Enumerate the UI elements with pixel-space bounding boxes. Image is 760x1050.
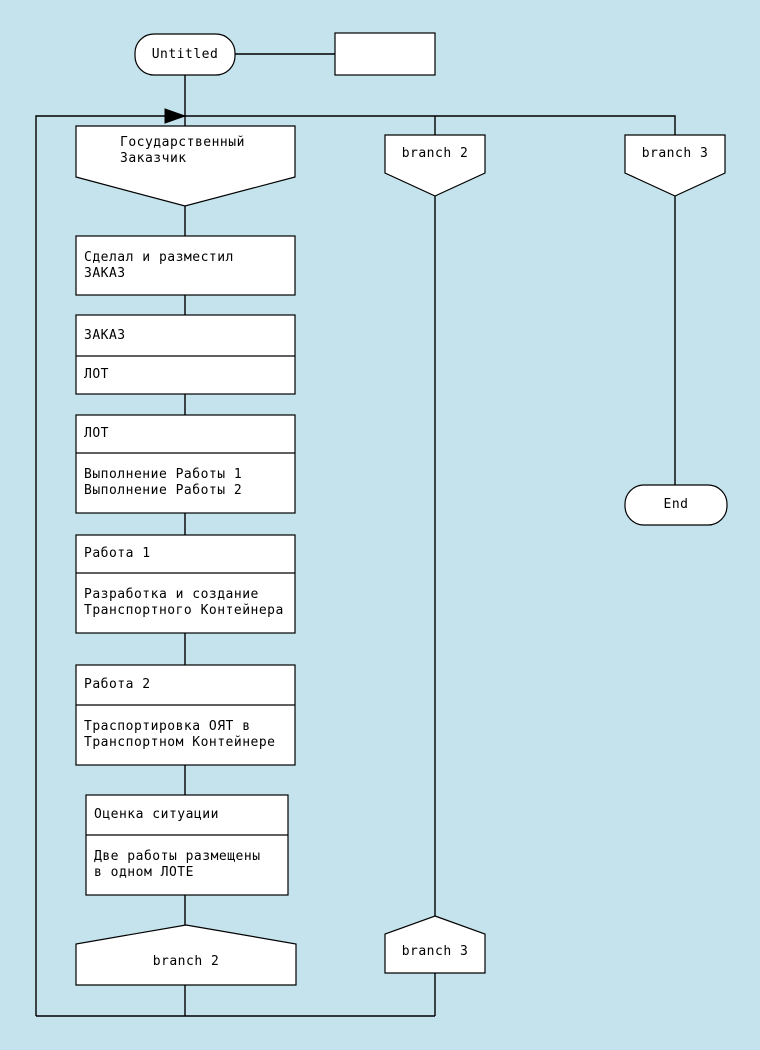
step4-box-shape[interactable] <box>75 534 296 634</box>
step5-body-label: Траспортировка ОЯТ в Транспортном Контей… <box>84 719 276 750</box>
step6-header-label: Оценка ситуации <box>94 807 219 822</box>
step6-box-shape[interactable] <box>85 794 289 896</box>
branch3-bottom-label: branch 3 <box>401 943 469 959</box>
step4-body-label: Разработка и создание Транспортного Конт… <box>84 587 284 618</box>
step1-box-shape[interactable] <box>75 235 296 296</box>
linked-box-shape[interactable] <box>334 32 436 76</box>
step6-body-label: Две работы размещены в одном ЛОТЕ <box>94 849 261 880</box>
step6-rect[interactable] <box>85 794 289 896</box>
branch3-bottom-house-shape[interactable] <box>384 915 486 974</box>
end-terminator-shape[interactable] <box>624 484 728 526</box>
start-terminator-label: Untitled <box>151 46 219 62</box>
end-terminator-label: End <box>663 497 689 512</box>
start-terminator-shape[interactable] <box>134 33 236 76</box>
connectors <box>35 53 676 1017</box>
step2-body-label: ЛОТ <box>84 367 109 382</box>
shapes <box>75 32 728 986</box>
branch2-top-label: branch 2 <box>401 146 469 161</box>
step2-header-label: ЗАКАЗ <box>84 327 126 343</box>
actor-label: Государственный Заказчик <box>120 135 245 166</box>
flow-arrowhead-icon <box>164 108 187 124</box>
branch3-top-pentagon-shape[interactable] <box>624 134 726 197</box>
step3-box-shape[interactable] <box>75 414 296 514</box>
step1-label: Сделал и разместил ЗАКАЗ <box>84 249 234 281</box>
branch2-bottom-house-shape[interactable] <box>75 924 297 986</box>
step5-header-label: Работа 2 <box>84 677 151 692</box>
step2-box-shape[interactable] <box>75 314 296 395</box>
step3-body-label: Выполнение Работы 1 Выполнение Работы 2 <box>84 467 243 498</box>
step3-rect[interactable] <box>75 414 296 514</box>
step4-rect[interactable] <box>75 534 296 634</box>
step3-header-label: ЛОТ <box>84 426 109 441</box>
branch3-top-label: branch 3 <box>641 146 709 161</box>
step4-header-label: Работа 1 <box>84 546 151 561</box>
branch2-top-pentagon-shape[interactable] <box>384 134 486 197</box>
step2-rect[interactable] <box>75 314 296 395</box>
branch2-bottom-label: branch 2 <box>152 953 220 969</box>
actor-pentagon-shape[interactable] <box>75 125 296 207</box>
connector-feedback-loop <box>35 115 676 1016</box>
step5-rect[interactable] <box>75 664 296 766</box>
step5-box-shape[interactable] <box>75 664 296 766</box>
